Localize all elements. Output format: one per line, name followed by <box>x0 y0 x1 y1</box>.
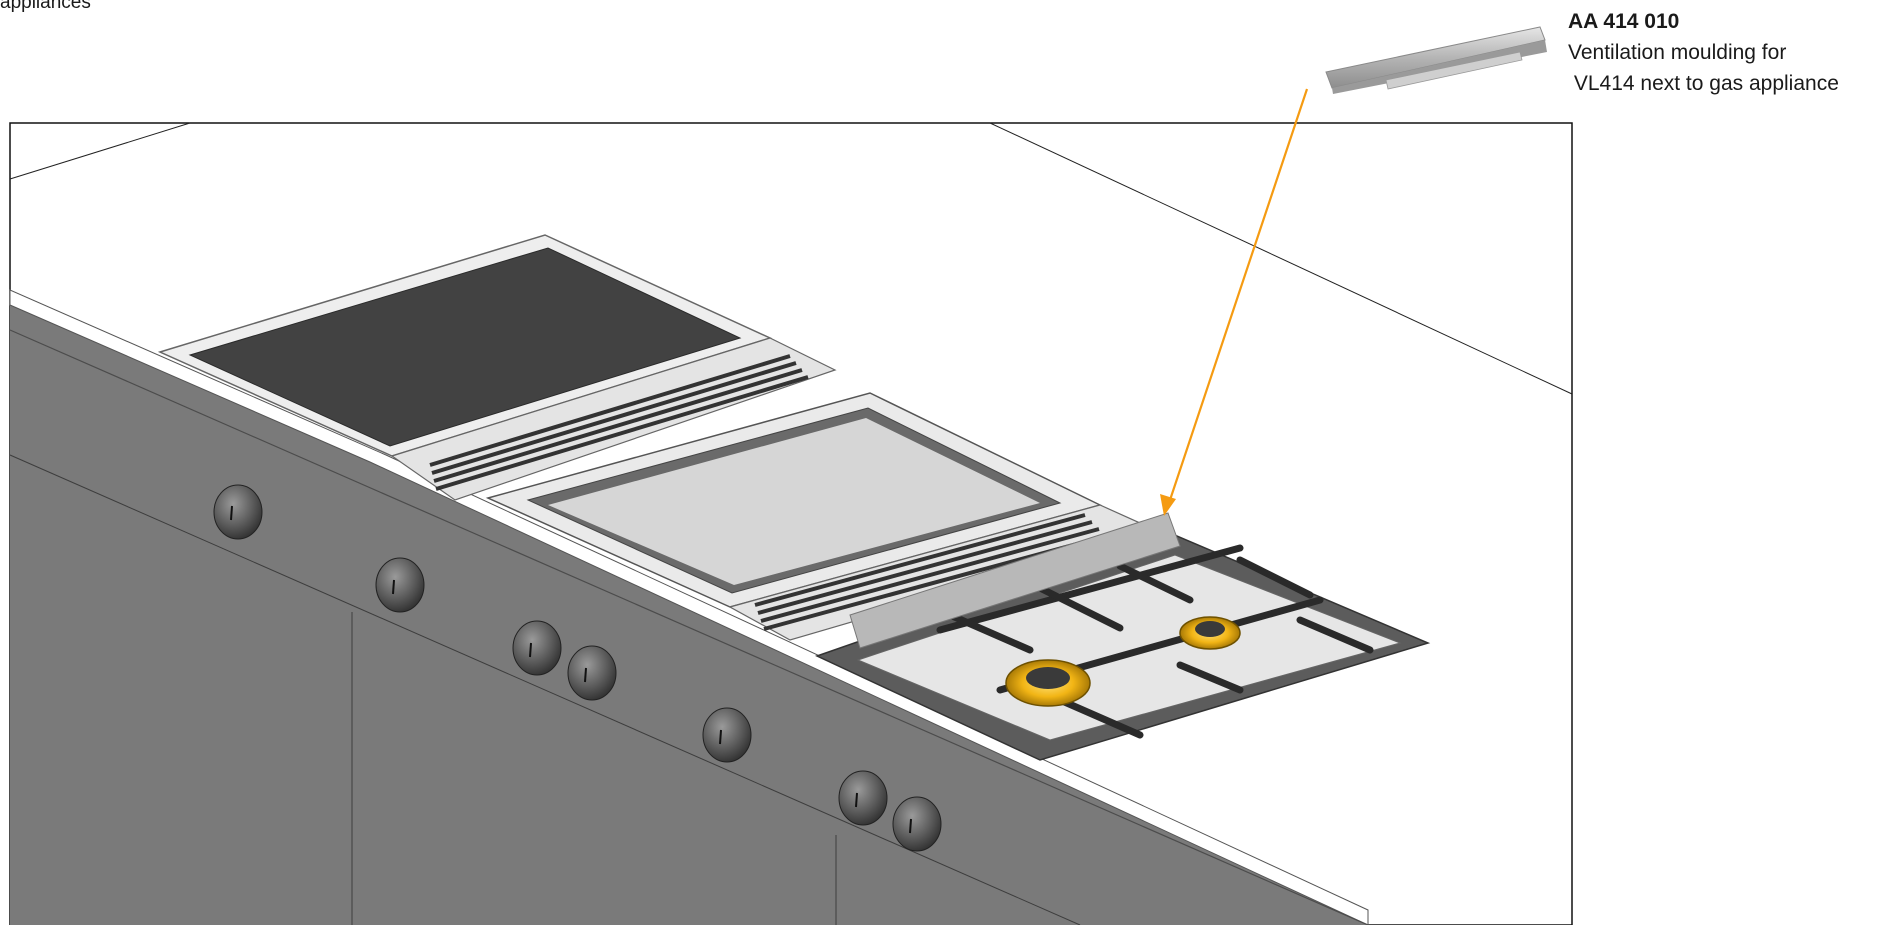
drawer-line-upper <box>9 454 1081 925</box>
knob <box>892 796 942 852</box>
worktop-back-edge-right <box>989 122 1573 395</box>
control-knobs <box>213 484 942 852</box>
worktop-back-edge-left <box>9 122 191 180</box>
knob <box>375 557 425 613</box>
knob <box>838 770 888 826</box>
knob <box>702 707 752 763</box>
knob <box>567 645 617 701</box>
cabinet-top-line <box>9 329 1369 925</box>
cabinet-front <box>10 305 1368 925</box>
callout-arrow <box>1160 88 1309 516</box>
installed-ventilation-moulding <box>849 512 1181 649</box>
worktop-front-edge <box>9 289 1369 925</box>
ventilation-module-2 <box>728 504 1162 641</box>
callout-label: AA 414 010 Ventilation moulding for VL41… <box>1568 6 1839 99</box>
product-description-line-1: Ventilation moulding for <box>1568 41 1787 64</box>
tray-module <box>485 392 1103 608</box>
gas-hob-module <box>815 532 1431 761</box>
product-description-line-2: VL414 next to gas appliance <box>1568 72 1839 95</box>
knob <box>213 484 263 540</box>
intro-text: appliances <box>0 0 91 13</box>
product-code: AA 414 010 <box>1568 10 1680 33</box>
knob <box>512 620 562 676</box>
ventilation-module-1 <box>390 337 837 501</box>
moulding-thumbnail <box>1325 26 1547 94</box>
